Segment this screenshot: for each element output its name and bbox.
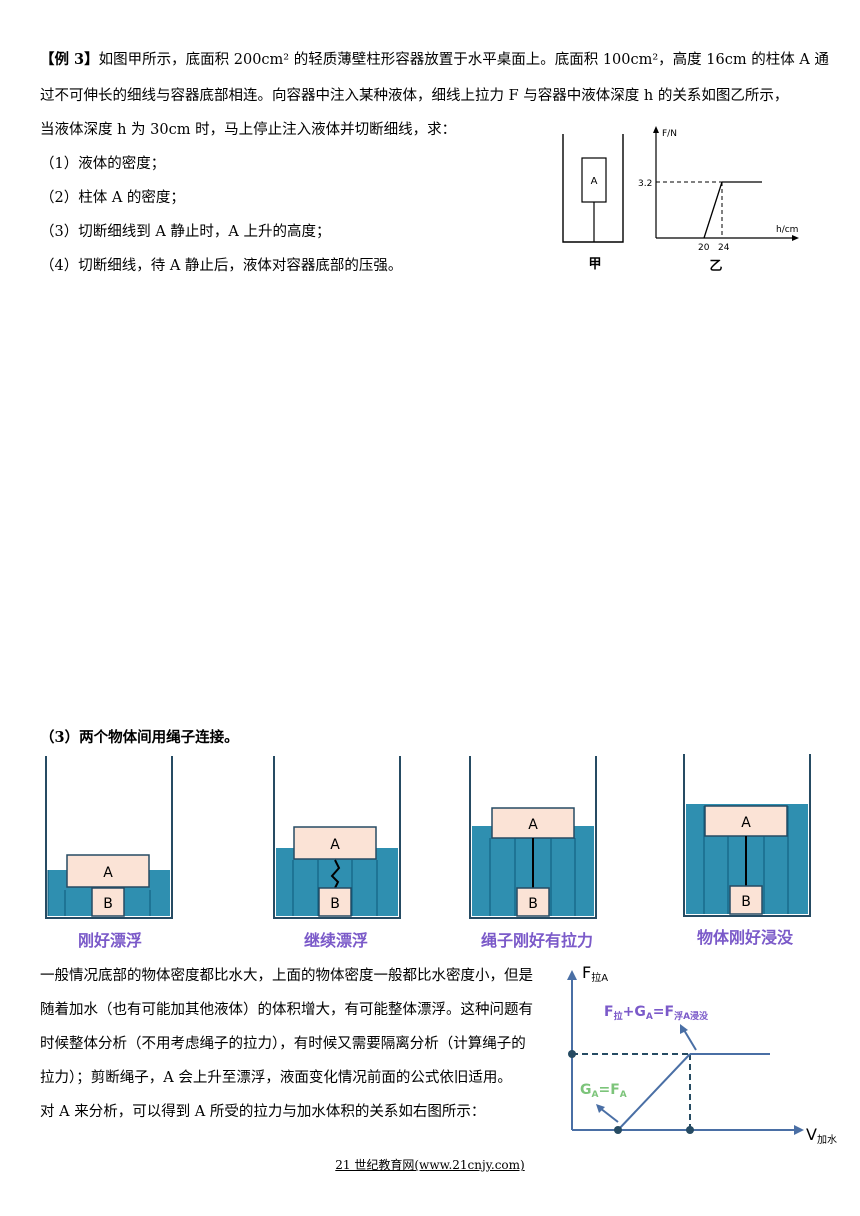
stage-caption-4: 物体刚好浸没 — [696, 928, 793, 947]
footer-link[interactable]: 21 世纪教育网(www.21cnjy.com) — [335, 1158, 525, 1172]
explanation-line-3: 时候整体分析（不用考虑绳子的拉力），有时候又需要隔离分析（计算绳子的 — [40, 1036, 526, 1052]
container-1 — [45, 756, 173, 919]
y-tick-3-2: 3.2 — [638, 179, 652, 189]
fg-point-y — [568, 1050, 576, 1058]
explanation-line-5: 对 A 来分析，可以得到 A 所受的拉力与加水体积的关系如右图所示： — [40, 1104, 486, 1120]
question-1: （1）液体的密度； — [40, 156, 166, 172]
block-b-4 — [729, 885, 763, 915]
fg-eq-1: F拉+GA=F浮A浸没 — [604, 1004, 709, 1022]
example-line-1: 【例 3】如图甲所示，底面积 200cm² 的轻质薄壁柱形容器放置于水平桌面上。… — [40, 48, 829, 69]
x-axis-label: h/cm — [776, 225, 798, 235]
label-a-1: A — [103, 865, 113, 881]
fg-pointer-1-head — [680, 1024, 688, 1034]
section-title: （3）两个物体间用绳子连接。 — [40, 729, 239, 746]
question-2: （2）柱体 A 的密度； — [40, 190, 185, 206]
y-axis-label: F/N — [662, 129, 677, 139]
stage-caption-3: 绳子刚好有拉力 — [480, 931, 593, 950]
label-b-1: B — [103, 896, 113, 912]
stage-1: A B — [45, 756, 173, 919]
fg-rise — [617, 1053, 691, 1131]
label-b-2: B — [330, 896, 340, 912]
y-axis-arrow — [653, 126, 659, 133]
x-axis-arrow — [792, 235, 799, 241]
explanation-line-4: 拉力）；剪断绳子，A 会上升至漂浮，液面变化情况前面的公式依旧适用。 — [40, 1070, 512, 1086]
container-3 — [469, 756, 597, 919]
caption-yi: 乙 — [709, 259, 722, 274]
label-a-3: A — [528, 817, 538, 833]
example-line-3: 当液体深度 h 为 30cm 时，马上停止注入液体并切断细线，求： — [40, 122, 457, 138]
stages-diagram: A B A B A B A — [45, 754, 811, 919]
question-3: （3）切断细线到 A 静止时，A 上升的高度； — [40, 224, 331, 240]
container-2 — [273, 756, 401, 919]
stage-2: A B — [273, 756, 401, 919]
block-a-1 — [66, 854, 150, 888]
label-b-4: B — [741, 894, 751, 910]
fg-x-label: V加水 — [806, 1125, 837, 1146]
fg-point-end — [686, 1126, 694, 1134]
label-b-3: B — [528, 896, 538, 912]
force-graph: F拉A V加水 F拉+GA=F浮A浸没 GA=FA — [567, 963, 837, 1146]
fg-eq-2: GA=FA — [580, 1082, 627, 1100]
block-b-3 — [516, 887, 550, 917]
label-a-4: A — [741, 815, 751, 831]
example-tag: 【例 3】 — [40, 51, 99, 68]
figure-jia: A 甲 — [562, 134, 624, 272]
block-a-3 — [491, 807, 575, 839]
stage-3: A B — [469, 756, 597, 919]
fg-point-start — [614, 1126, 622, 1134]
slack-rope-2 — [330, 859, 341, 889]
fg-pointer-2 — [599, 1107, 619, 1123]
container-4 — [683, 754, 811, 917]
explanation-line-1: 一般情况底部的物体密度都比水大，上面的物体密度一般都比水密度小，但是 — [40, 968, 533, 984]
fg-y-arrow — [567, 970, 577, 980]
stage-4: A B — [683, 754, 811, 917]
fg-pointer-1 — [683, 1029, 697, 1051]
fg-pointer-2-head — [596, 1104, 605, 1113]
explanation-line-2: 随着加水（也有可能加其他液体）的体积增大，有可能整体漂浮。这种问题有 — [40, 1002, 533, 1018]
stage-caption-2: 继续漂浮 — [303, 931, 368, 950]
fg-x-arrow — [794, 1125, 804, 1135]
example-line-2: 过不可伸长的细线与容器底部相连。向容器中注入某种液体，细线上拉力 F 与容器中液… — [40, 88, 789, 104]
graph-rise — [703, 181, 723, 239]
figure-yi: F/N h/cm 3.2 20 24 乙 — [638, 126, 799, 274]
x-tick-20: 20 — [698, 243, 710, 253]
stage-caption-1: 刚好漂浮 — [77, 931, 142, 950]
block-b-1 — [91, 887, 125, 917]
example-text-1: 如图甲所示，底面积 200cm² 的轻质薄壁柱形容器放置于水平桌面上。底面积 1… — [98, 52, 829, 68]
block-a-label: A — [591, 176, 598, 187]
question-4: （4）切断细线，待 A 静止后，液体对容器底部的压强。 — [40, 258, 403, 274]
block-a-4 — [704, 805, 788, 837]
block-b-2 — [318, 887, 352, 917]
fg-y-label: F拉A — [582, 963, 608, 984]
caption-jia: 甲 — [588, 257, 601, 272]
x-tick-24: 24 — [718, 243, 730, 253]
label-a-2: A — [330, 837, 340, 853]
block-a-2 — [293, 826, 377, 860]
